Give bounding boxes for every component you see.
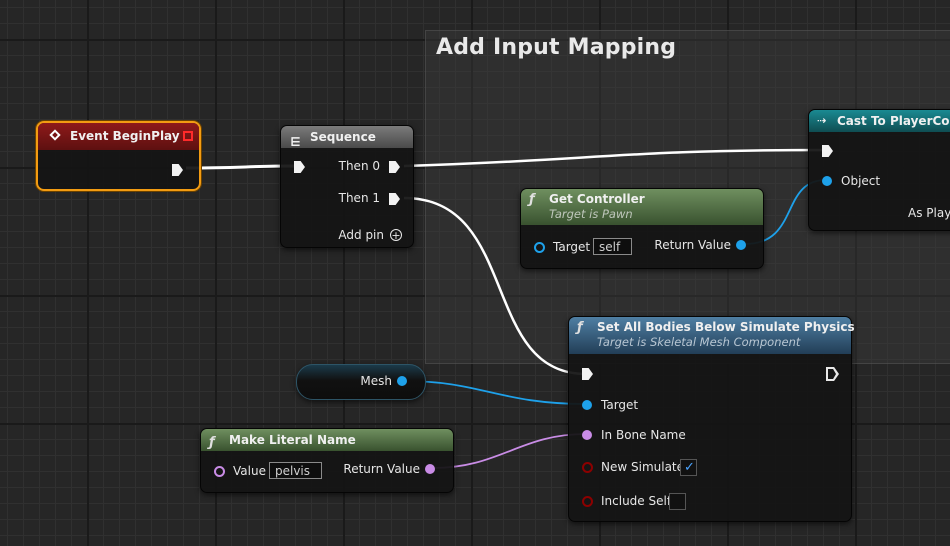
include-self-pin[interactable] [582,496,593,507]
mesh-output-pin[interactable] [397,376,407,386]
set-all-bodies-target-pin[interactable] [582,400,592,410]
then0-label: Then 0 [338,159,380,173]
in-bone-name-pin[interactable] [582,430,592,440]
make-literal-value-input[interactable]: pelvis [269,462,322,479]
get-controller-target-label: Target [553,240,591,254]
get-controller-target-pin[interactable] [534,242,545,253]
include-self-label: Include Self [601,494,672,508]
event-beginplay-header: Event BeginPlay [38,123,199,150]
cast-node[interactable]: ⇢ Cast To PlayerContr Object As Playe [808,109,950,231]
cast-icon: ⇢ [817,114,827,127]
cast-exec-in-pin[interactable] [822,145,833,157]
make-literal-name-title: Make Literal Name [229,433,356,447]
exec-wire-then1-setallbodies [403,196,587,376]
function-icon: ƒ [209,435,215,450]
function-icon: ƒ [577,320,583,335]
make-literal-name-node[interactable]: ƒ Make Literal Name Value pelvis Return … [200,428,454,493]
object-wire-mesh-target [404,380,587,405]
cast-header: ⇢ Cast To PlayerContr [809,110,950,132]
set-all-bodies-exec-in-pin[interactable] [582,368,593,380]
in-bone-name-label: In Bone Name [601,428,686,442]
get-controller-header: ƒ Get Controller Target is Pawn [521,189,763,225]
sequence-title: Sequence [310,130,376,144]
event-beginplay-title: Event BeginPlay [70,129,180,143]
get-controller-title: Get Controller [549,192,645,206]
set-all-bodies-title: Set All Bodies Below Simulate Physics [597,320,855,334]
new-simulate-checkbox[interactable]: ✓ [680,459,697,476]
set-all-bodies-target-label: Target [601,398,639,412]
make-literal-name-header: ƒ Make Literal Name [201,429,453,451]
set-all-bodies-subtitle: Target is Skeletal Mesh Component [597,335,801,349]
make-literal-return-pin[interactable] [425,464,435,474]
checkmark-icon: ✓ [684,460,695,475]
get-controller-return-pin[interactable] [736,240,746,250]
function-icon: ƒ [529,192,535,207]
set-all-bodies-header: ƒ Set All Bodies Below Simulate Physics … [569,317,855,354]
mesh-variable-node[interactable]: Mesh [296,364,426,400]
comment-title: Add Input Mapping [436,35,677,60]
sequence-header: ⋿ Sequence [281,126,413,149]
new-simulate-pin[interactable] [582,462,593,473]
exec-out-pin[interactable] [172,164,183,176]
sequence-exec-in-pin[interactable] [294,161,305,173]
get-controller-target-input[interactable]: self [593,238,632,255]
cast-title: Cast To PlayerContr [837,114,950,128]
include-self-checkbox[interactable] [669,493,686,510]
set-all-bodies-exec-out-pin[interactable] [826,367,839,381]
cast-object-pin[interactable] [822,176,832,186]
name-wire-literal-bonename [432,433,587,469]
plus-icon[interactable]: + [390,229,402,242]
get-controller-return-label: Return Value [654,238,731,252]
get-controller-subtitle: Target is Pawn [549,207,633,221]
make-literal-return-label: Return Value [343,462,420,476]
sequence-icon: ⋿ [290,135,301,149]
diamond-icon [49,129,61,141]
set-all-bodies-node[interactable]: ƒ Set All Bodies Below Simulate Physics … [568,316,855,522]
event-beginplay-node[interactable]: Event BeginPlay [36,121,201,191]
add-pin-label[interactable]: Add pin [338,228,384,242]
exec-wire-then0-cast [403,148,827,168]
mesh-label: Mesh [360,374,392,388]
delegate-pin[interactable] [183,131,193,141]
sequence-node[interactable]: ⋿ Sequence Then 0 Then 1 Add pin + [280,125,414,248]
then1-label: Then 1 [338,191,380,205]
make-literal-value-pin[interactable] [214,466,225,477]
cast-object-label: Object [841,174,881,188]
new-simulate-label: New Simulate [601,460,685,474]
then0-pin[interactable] [389,161,400,173]
cast-as-player-label: As Playe [908,206,950,220]
then1-pin[interactable] [389,193,400,205]
make-literal-value-label: Value [233,464,266,478]
get-controller-node[interactable]: ƒ Get Controller Target is Pawn Target s… [520,188,764,269]
